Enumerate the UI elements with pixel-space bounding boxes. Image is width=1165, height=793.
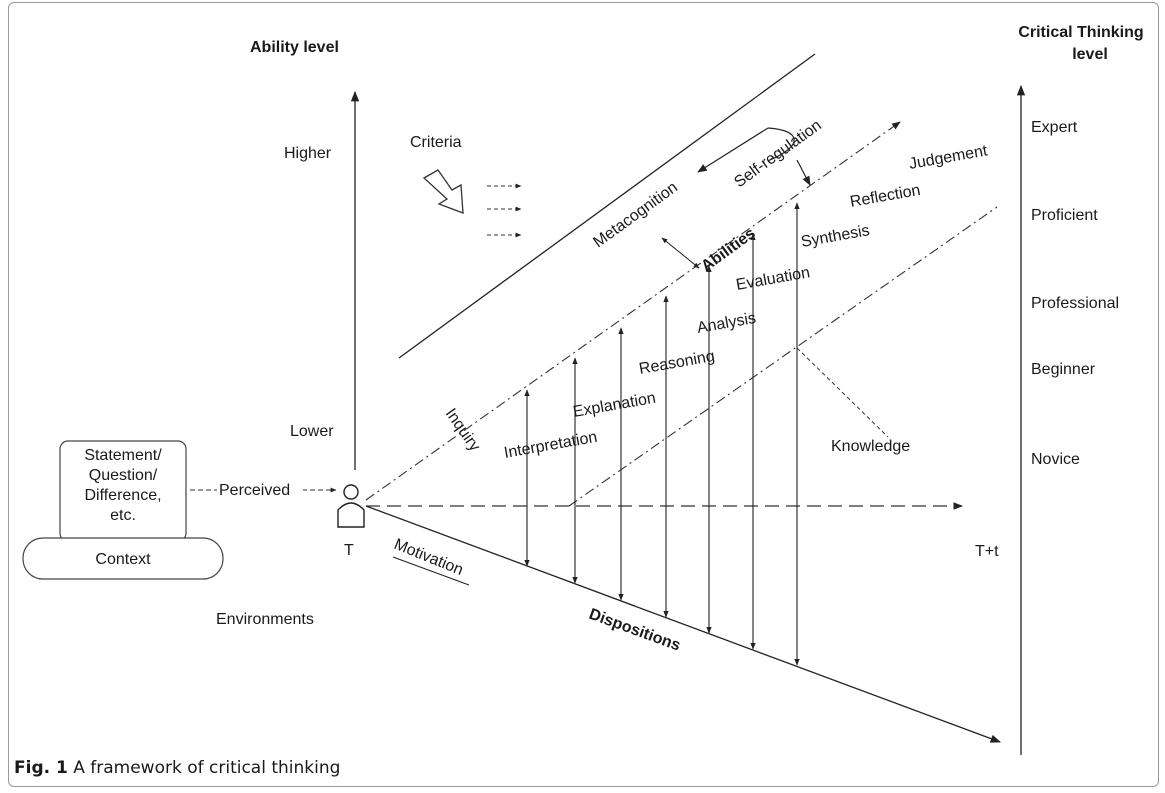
dispositions-label: Dispositions <box>587 606 683 655</box>
ability-synthesis: Synthesis <box>800 222 871 251</box>
motivation-label: Motivation <box>392 536 466 579</box>
statement-line-1: Statement/ <box>84 447 162 464</box>
higher-label: Higher <box>284 145 332 162</box>
level-proficient: Proficient <box>1031 207 1098 224</box>
statement-line-4: etc. <box>110 507 136 524</box>
level-professional: Professional <box>1031 295 1119 312</box>
person-icon <box>337 484 365 528</box>
statement-line-2: Question/ <box>89 467 158 484</box>
context-ellipse <box>22 537 224 580</box>
ability-evaluation: Evaluation <box>735 264 812 294</box>
abilities-line <box>365 121 901 501</box>
level-beginner: Beginner <box>1031 361 1096 378</box>
context-label: Context <box>95 551 151 568</box>
ability-analysis: Analysis <box>696 310 758 337</box>
criteria-label: Criteria <box>410 134 462 151</box>
level-novice: Novice <box>1031 451 1080 468</box>
figure-frame <box>8 2 1159 787</box>
statement-line-3: Difference, <box>84 487 161 504</box>
knowledge-line <box>568 206 998 507</box>
inquiry-label: Inquiry <box>442 406 483 455</box>
perceived-label: Perceived <box>219 482 290 499</box>
ability-judgement: Judgement <box>908 142 989 173</box>
knowledge-pointer <box>796 347 889 438</box>
figure-number: Fig. 1 <box>14 758 68 778</box>
time-start-label: T <box>344 542 354 559</box>
figure-caption: Fig. 1 A framework of critical thinking <box>14 758 340 778</box>
ability-explanation: Explanation <box>572 390 657 421</box>
metacognition-label: Metacognition <box>590 179 681 251</box>
abilities-label: Abilities <box>698 225 758 275</box>
ability-interpretation: Interpretation <box>503 429 599 462</box>
time-end-label: T+t <box>975 543 999 560</box>
ability-reasoning: Reasoning <box>638 348 716 378</box>
knowledge-label: Knowledge <box>831 438 910 455</box>
environments-label: Environments <box>216 611 314 628</box>
level-expert: Expert <box>1031 119 1078 136</box>
self-regulation-label: Self-regulation <box>731 117 824 191</box>
motivation-underline <box>392 556 470 586</box>
abilities-metacognition-arrow <box>661 237 700 269</box>
ct-level-title-line2: level <box>1072 46 1108 63</box>
lower-label: Lower <box>290 423 334 440</box>
ability-level-title: Ability level <box>250 39 339 56</box>
metacognition-boundary-line <box>398 53 816 359</box>
ability-reflection: Reflection <box>849 182 922 211</box>
ct-level-title-line1: Critical Thinking <box>1018 24 1143 41</box>
criteria-big-arrow-icon <box>422 169 464 214</box>
dispositions-line <box>365 505 1001 743</box>
self-regulation-arrow <box>697 127 769 173</box>
figure-caption-text: A framework of critical thinking <box>73 758 341 778</box>
